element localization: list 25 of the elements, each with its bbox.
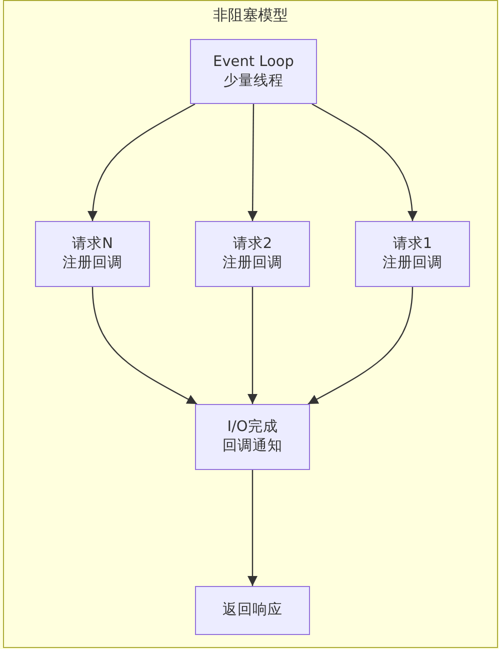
process-box bbox=[195, 404, 310, 470]
arrow bbox=[312, 103, 417, 222]
box-label: 请求2 bbox=[232, 235, 272, 254]
box-label: 请求1 bbox=[392, 235, 432, 254]
arrow bbox=[248, 104, 258, 221]
box-label: 请求N bbox=[72, 235, 113, 254]
box-label: 回调通知 bbox=[222, 437, 282, 456]
arrow bbox=[308, 286, 414, 405]
process-box bbox=[195, 221, 310, 287]
box-label: Event Loop bbox=[213, 52, 294, 72]
arrow bbox=[88, 103, 196, 222]
box-label: I/O完成 bbox=[227, 418, 278, 437]
arrow bbox=[248, 470, 258, 586]
process-box bbox=[355, 221, 470, 287]
box-label: 少量线程 bbox=[224, 72, 284, 90]
box-label: 注册回调 bbox=[382, 254, 442, 273]
group-panel bbox=[3, 0, 498, 648]
process-box bbox=[35, 221, 150, 287]
box-label: 注册回调 bbox=[62, 254, 122, 273]
arrow bbox=[248, 287, 258, 404]
group-title: 非阻塞模型 bbox=[213, 5, 288, 25]
process-box: 返回响应 bbox=[195, 586, 310, 635]
process-box bbox=[190, 39, 317, 104]
box-label: 注册回调 bbox=[222, 254, 282, 273]
arrow bbox=[92, 286, 198, 405]
